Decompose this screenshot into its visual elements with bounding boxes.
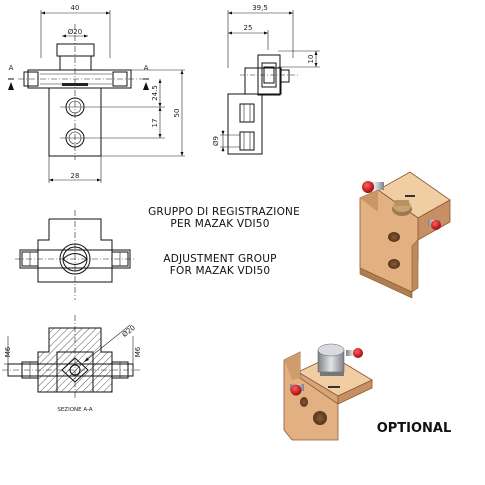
side-view: 39,5 25 10 Ø9 bbox=[212, 4, 320, 155]
render-adjustment-group bbox=[359, 171, 451, 299]
top-view bbox=[15, 210, 135, 300]
title-italian-line1: GRUPPO DI REGISTRAZIONE bbox=[148, 206, 300, 218]
dim-height-50: 50 bbox=[173, 109, 181, 118]
dim-lower-17: 17 bbox=[151, 119, 159, 128]
dim-thread-right-m6: M6 bbox=[134, 346, 142, 357]
dim-base-28: 28 bbox=[71, 172, 80, 180]
title-block: GRUPPO DI REGISTRAZIONE PER MAZAK VDI50 … bbox=[148, 206, 300, 277]
render-optional-group bbox=[283, 343, 373, 441]
title-english-line2: FOR MAZAK VDI50 bbox=[170, 265, 271, 277]
title-italian-line2: PER MAZAK VDI50 bbox=[170, 218, 269, 230]
section-aa: M6 M6 Ø20 SEZIONE A-A bbox=[2, 315, 142, 413]
dim-width-40: 40 bbox=[71, 4, 80, 12]
dim-side-10: 10 bbox=[307, 55, 315, 64]
title-english-line1: ADJUSTMENT GROUP bbox=[163, 253, 276, 265]
front-view: 40 Ø20 A A bbox=[8, 4, 185, 183]
dim-side-39-5: 39,5 bbox=[252, 4, 268, 12]
section-mark-left: A bbox=[9, 64, 14, 72]
dim-thread-left-m6: M6 bbox=[4, 346, 12, 357]
dim-side-hole-9: Ø9 bbox=[212, 136, 220, 146]
dim-upper-24-5: 24.5 bbox=[151, 85, 159, 101]
dim-side-25: 25 bbox=[244, 24, 253, 32]
optional-label: OPTIONAL bbox=[377, 421, 452, 436]
dim-section-bore-20: Ø20 bbox=[121, 324, 137, 339]
section-mark-right: A bbox=[144, 64, 149, 72]
section-label: SEZIONE A-A bbox=[57, 407, 93, 413]
